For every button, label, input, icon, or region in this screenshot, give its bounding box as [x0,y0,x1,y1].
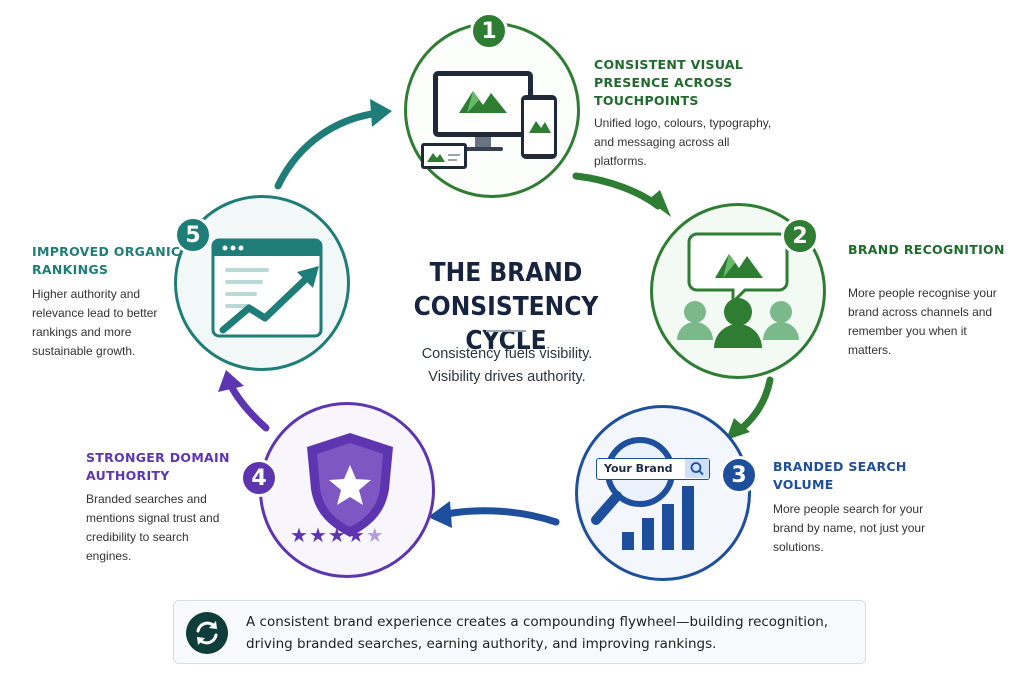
step-1-title: CONSISTENT VISUAL PRESENCE ACROSS TOUCHP… [594,57,744,108]
ranking-chart-icon [211,238,323,338]
search-box: Your Brand [596,458,710,480]
people-recognition-icon [677,232,799,348]
step-3-description: More people search for your brand by nam… [773,502,926,554]
step-2-title: BRAND RECOGNITION [848,242,1005,257]
step-4-circle: ★★★★★ [259,402,435,578]
diagram-title-line-1: THE BRAND [429,258,583,288]
arrow-1-to-2 [572,172,662,210]
star-icon: ★ [290,523,309,547]
arrow-5-to-1 [274,109,382,190]
diagram-subtitle-line-1: Consistency fuels visibility. [421,346,593,362]
star-icon: ★ [365,523,385,547]
refresh-cycle-icon [186,612,228,654]
step-3-circle: Your Brand [575,405,751,581]
step-4-description: Branded searches and mentions signal tru… [86,492,220,563]
diagram-subtitle-line-2: Visibility drives authority. [428,369,586,385]
search-box-text: Your Brand [604,462,673,475]
step-2-badge: 2 [781,217,819,255]
shield-star-icon [307,433,393,537]
step-4-title: STRONGER DOMAIN AUTHORITY [86,450,230,483]
arrow-3-to-4 [442,507,560,526]
footer-callout: A consistent brand experience creates a … [173,600,866,664]
step-3-badge: 3 [720,456,758,494]
step-1-badge: 1 [470,12,508,50]
step-2-description: More people recognise your brand across … [848,286,997,357]
step-5-description: Higher authority and relevance lead to b… [32,287,158,358]
step-3-title: BRANDED SEARCH VOLUME [773,459,907,492]
rating-stars: ★★★★★ [290,523,410,547]
star-icon: ★ [308,523,328,547]
arrow-4-to-5 [226,380,270,432]
arrow-2-to-3 [738,376,774,432]
search-growth-icon [591,437,694,550]
step-5-badge: 5 [174,216,212,254]
title-divider [486,330,526,332]
diagram-subtitle: Consistency fuels visibility. Visibility… [380,343,634,389]
star-icon: ★ [346,523,366,547]
step-5-title: IMPROVED ORGANIC RANKINGS [32,244,181,277]
star-icon: ★ [327,523,347,547]
search-icon [685,459,709,478]
step-4-badge: 4 [240,459,278,497]
footer-text: A consistent brand experience creates a … [246,614,829,652]
devices-icon [421,71,557,169]
step-1-description: Unified logo, colours, typography, and m… [594,116,772,168]
